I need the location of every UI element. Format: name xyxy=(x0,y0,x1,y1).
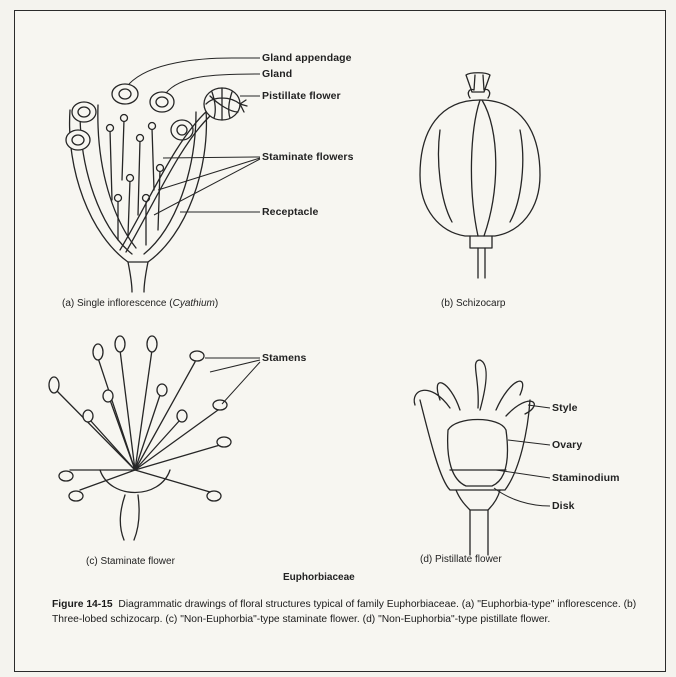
figure-caption-text: Diagrammatic drawings of floral structur… xyxy=(52,599,636,625)
panel-d-caption: (d) Pistillate flower xyxy=(420,554,502,565)
schizocarp-drawing xyxy=(420,73,540,278)
panel-c-caption: (c) Staminate flower xyxy=(86,556,175,567)
panel-b-caption: (b) Schizocarp xyxy=(441,298,505,309)
staminate-flowers-label: Staminate flowers xyxy=(262,151,354,163)
figure-caption: Figure 14-15 Diagrammatic drawings of fl… xyxy=(52,597,652,627)
receptacle-label: Receptacle xyxy=(262,206,318,218)
gland-label: Gland xyxy=(262,68,292,80)
pistillate-flower-label: Pistillate flower xyxy=(262,90,341,102)
panel-a-caption: (a) Single inflorescence (Cyathium) xyxy=(62,298,218,309)
staminate-flower-drawing xyxy=(49,336,260,540)
style-label: Style xyxy=(552,402,578,414)
pistillate-flower-drawing xyxy=(414,360,550,555)
stamens-label: Stamens xyxy=(262,352,306,364)
cyathium-drawing xyxy=(66,58,260,292)
figure-number: Figure 14-15 xyxy=(52,599,113,610)
gland-appendage-label: Gland appendage xyxy=(262,52,352,64)
staminodium-label: Staminodium xyxy=(552,472,620,484)
family-name: Euphorbiaceae xyxy=(283,572,355,583)
ovary-label: Ovary xyxy=(552,439,582,451)
disk-label: Disk xyxy=(552,500,575,512)
